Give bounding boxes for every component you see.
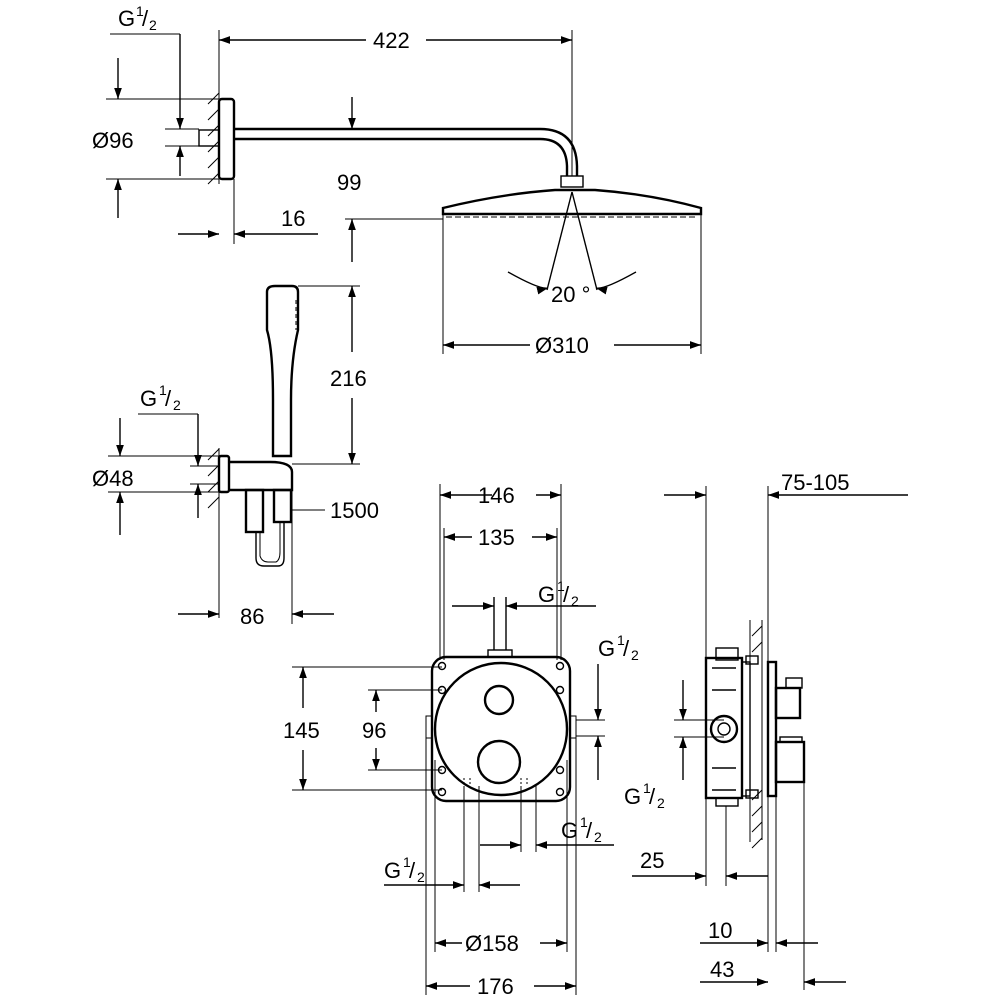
dim-plate-diameter: Ø158 (465, 931, 519, 956)
svg-text:G: G (598, 636, 615, 661)
thread-label-top: G 1 / 2 (118, 3, 157, 33)
svg-text:1: 1 (403, 854, 411, 870)
svg-text:/: / (649, 784, 656, 809)
dim-25: 25 (640, 848, 664, 873)
svg-text:2: 2 (571, 593, 579, 609)
svg-text:2: 2 (594, 829, 602, 845)
svg-text:/: / (165, 386, 172, 411)
thread-label-hand: G 1 / 2 (140, 382, 181, 413)
dim-422: 422 (373, 28, 410, 53)
thread-label-front-bottom-right: G 1 / 2 (561, 814, 602, 845)
mixer-front-view: 146 135 G 1 / 2 G 1 / 2 145 (283, 483, 639, 999)
thread-label-front-top: G 1 / 2 (538, 578, 579, 609)
dim-head-diameter: Ø310 (535, 333, 589, 358)
dim-43: 43 (710, 957, 734, 982)
svg-text:1: 1 (643, 780, 651, 796)
dim-96: 96 (362, 718, 386, 743)
dim-hose-length: 1500 (330, 498, 379, 523)
wall-outlet (217, 454, 231, 494)
mixer-body (430, 655, 572, 803)
hose (255, 522, 285, 567)
control-knob-upper (483, 684, 515, 716)
svg-text:1: 1 (136, 3, 144, 19)
arm-connector (560, 175, 584, 188)
svg-text:2: 2 (657, 795, 665, 811)
dim-outlet-diameter: Ø48 (92, 466, 134, 491)
dim-16: 16 (281, 206, 305, 231)
knob-lower-side (774, 740, 806, 784)
thread-label-front-bottom-left: G 1 / 2 (384, 854, 425, 885)
svg-text:2: 2 (631, 647, 639, 663)
hand-shower-view: 216 G 1 / 2 Ø48 1500 86 (92, 284, 379, 629)
dim-10: 10 (708, 918, 732, 943)
shower-head (441, 188, 703, 216)
svg-text:2: 2 (417, 869, 425, 885)
svg-text:1: 1 (159, 382, 167, 398)
svg-text:/: / (142, 6, 149, 31)
cover-plate-side (766, 660, 778, 798)
dim-99: 99 (337, 170, 361, 195)
cover-circle (433, 661, 569, 797)
thread-label-front-right: G 1 / 2 (598, 632, 639, 663)
shower-arm (234, 127, 579, 176)
wall-hatch (207, 92, 220, 185)
svg-text:2: 2 (173, 397, 181, 413)
dim-flange-diameter: Ø96 (92, 128, 134, 153)
dim-135: 135 (478, 525, 515, 550)
svg-text:G: G (624, 784, 641, 809)
svg-text:2: 2 (149, 17, 157, 33)
svg-text:G: G (118, 6, 135, 31)
dim-216: 216 (330, 366, 367, 391)
dim-176: 176 (477, 974, 514, 999)
hose-nut (244, 488, 265, 534)
svg-text:/: / (409, 858, 416, 883)
thread-label-side: G 1 / 2 (624, 780, 665, 811)
svg-text:G: G (140, 386, 157, 411)
svg-text:G: G (561, 818, 578, 843)
svg-text:G: G (538, 582, 555, 607)
svg-text:/: / (623, 636, 630, 661)
spray-angle-label: 20 ° (551, 282, 590, 307)
svg-text:/: / (586, 818, 593, 843)
thread-stub (198, 129, 220, 147)
svg-text:1: 1 (580, 814, 588, 830)
wall-hatch-hand (207, 448, 220, 510)
mixer-side-view: 75-105 G 1 / 2 25 10 43 (624, 470, 908, 990)
svg-text:/: / (563, 582, 570, 607)
svg-text:1: 1 (557, 578, 565, 594)
dim-depth-range: 75-105 (781, 470, 850, 495)
wall-hatch-side (751, 620, 763, 849)
dim-146: 146 (478, 483, 515, 508)
hand-shower-handle (265, 284, 300, 458)
control-knob-lower (476, 739, 522, 785)
svg-text:1: 1 (617, 632, 625, 648)
dim-86: 86 (240, 604, 264, 629)
knob-upper-side (774, 686, 802, 720)
wall-flange (217, 97, 236, 181)
dim-145: 145 (283, 718, 320, 743)
overhead-shower-view: 20 ° 422 G 1 / 2 Ø96 99 (92, 3, 703, 358)
svg-text:G: G (384, 858, 401, 883)
